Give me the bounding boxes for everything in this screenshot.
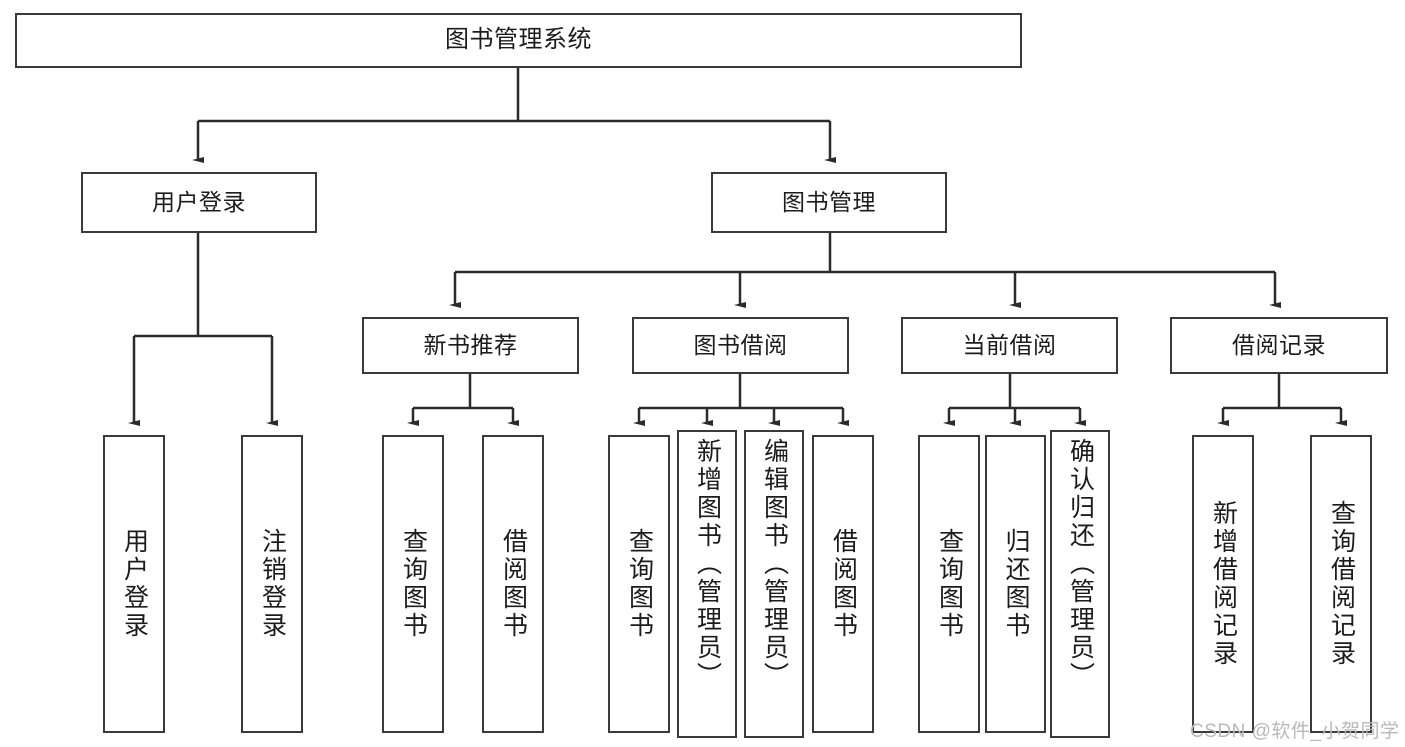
leaf-current-borrow-return-label: 归还图书 — [1002, 528, 1030, 640]
leaf-new-book-borrow-label: 借阅图书 — [499, 528, 528, 640]
leaf-book-borrow-lend[interactable]: 借阅图书 — [812, 435, 874, 733]
leaf-book-borrow-query[interactable]: 查询图书 — [608, 435, 670, 733]
leaf-book-borrow-query-label: 查询图书 — [625, 528, 654, 640]
node-book-manage[interactable]: 图书管理 — [711, 172, 947, 233]
leaf-current-borrow-return[interactable]: 归还图书 — [985, 435, 1046, 733]
leaf-new-book-query[interactable]: 查询图书 — [382, 435, 444, 733]
leaf-current-borrow-query[interactable]: 查询图书 — [918, 435, 980, 733]
node-new-book-recommend-label: 新书推荐 — [423, 331, 518, 358]
leaf-user-login-signout-label: 注销登录 — [258, 528, 287, 640]
leaf-new-book-query-label: 查询图书 — [399, 528, 428, 640]
node-book-borrow[interactable]: 图书借阅 — [632, 317, 849, 374]
node-current-borrow[interactable]: 当前借阅 — [901, 317, 1118, 374]
leaf-user-login-signin[interactable]: 用户登录 — [103, 435, 165, 733]
csdn-watermark: CSDN @软件_小贺同学 — [1190, 721, 1400, 742]
node-borrow-record-label: 借阅记录 — [1232, 331, 1326, 358]
leaf-book-borrow-edit[interactable]: 编辑图书（管理员） — [744, 430, 804, 738]
node-root-system[interactable]: 图书管理系统 — [15, 13, 1022, 68]
leaf-user-login-signout[interactable]: 注销登录 — [241, 435, 303, 733]
node-root-system-label: 图书管理系统 — [445, 26, 592, 54]
leaf-book-borrow-edit-label: 编辑图书（管理员） — [760, 438, 789, 690]
node-user-login[interactable]: 用户登录 — [81, 172, 317, 233]
leaf-borrow-record-query-label: 查询借阅记录 — [1327, 500, 1356, 668]
leaf-user-login-signin-label: 用户登录 — [120, 528, 149, 640]
leaf-current-borrow-confirm[interactable]: 确认归还（管理员） — [1050, 430, 1110, 738]
leaf-book-borrow-add-label: 新增图书（管理员） — [693, 438, 722, 690]
leaf-new-book-borrow[interactable]: 借阅图书 — [482, 435, 544, 733]
node-new-book-recommend[interactable]: 新书推荐 — [362, 317, 579, 374]
node-borrow-record[interactable]: 借阅记录 — [1170, 317, 1388, 374]
leaf-borrow-record-add[interactable]: 新增借阅记录 — [1192, 435, 1254, 733]
leaf-borrow-record-query[interactable]: 查询借阅记录 — [1310, 435, 1372, 733]
leaf-book-borrow-add[interactable]: 新增图书（管理员） — [677, 430, 737, 738]
leaf-borrow-record-add-label: 新增借阅记录 — [1209, 500, 1238, 668]
node-current-borrow-label: 当前借阅 — [962, 331, 1057, 358]
leaf-book-borrow-lend-label: 借阅图书 — [829, 528, 858, 640]
leaf-current-borrow-confirm-label: 确认归还（管理员） — [1066, 438, 1095, 690]
leaf-current-borrow-query-label: 查询图书 — [935, 528, 964, 640]
node-user-login-label: 用户登录 — [152, 188, 246, 215]
node-book-borrow-label: 图书借阅 — [693, 331, 788, 358]
node-book-manage-label: 图书管理 — [782, 188, 876, 215]
